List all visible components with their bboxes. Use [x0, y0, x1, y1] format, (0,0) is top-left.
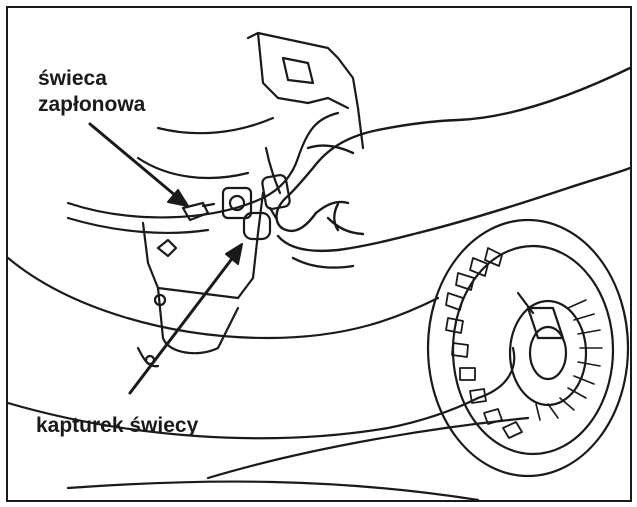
rear-wheel	[426, 218, 630, 478]
hand	[275, 66, 630, 269]
spark-plug-label-line1: świeca	[38, 67, 107, 90]
spark-cap-arrow	[128, 254, 236, 395]
spark-cap-label: kapturek świecy	[36, 414, 199, 437]
spark-plug-label-line2: zapłonowa	[38, 93, 146, 116]
spark-plug-body	[181, 201, 210, 222]
illustration-frame: świeca zapłonowa kapturek świecy	[6, 6, 632, 502]
pointer-arrows	[88, 122, 243, 395]
cylinder-block	[136, 186, 265, 368]
spark-plug-tip	[201, 202, 216, 208]
spark-plug-arrowhead	[167, 189, 189, 207]
spark-plug-label: świeca zapłonowa	[38, 66, 145, 118]
spark-plug-arrow	[88, 122, 178, 198]
lawnmower-engine-drawing	[8, 31, 630, 500]
engine-housing	[66, 31, 365, 234]
spark-cap-arrowhead	[225, 243, 243, 265]
